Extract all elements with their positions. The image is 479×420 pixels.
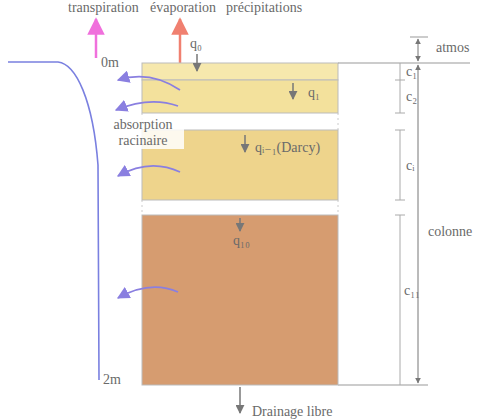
text-label: 2m — [103, 372, 121, 388]
text-label: absorption racinaire — [102, 117, 184, 149]
soil-layer: q₁₀ — [142, 215, 338, 385]
text-label: 0m — [101, 55, 119, 71]
text-label: colonne — [428, 224, 472, 240]
text-label: cᵢ — [406, 158, 415, 174]
text-label: transpiration — [68, 0, 139, 16]
flux-label: q₁ — [308, 85, 320, 101]
text-label: atmos — [436, 40, 469, 56]
text-label: évaporation — [150, 0, 216, 16]
flux-label: q₁₀ — [233, 233, 250, 249]
text-label: c₁ — [406, 64, 417, 80]
text-label: c₂ — [406, 89, 417, 105]
text-label: c₁₁ — [404, 283, 420, 299]
text-label: précipitations — [226, 0, 302, 16]
text-label: Drainage libre — [252, 404, 332, 420]
text-label: q₀ — [190, 36, 202, 52]
flux-label: qᵢ₋₁(Darcy) — [255, 140, 320, 156]
